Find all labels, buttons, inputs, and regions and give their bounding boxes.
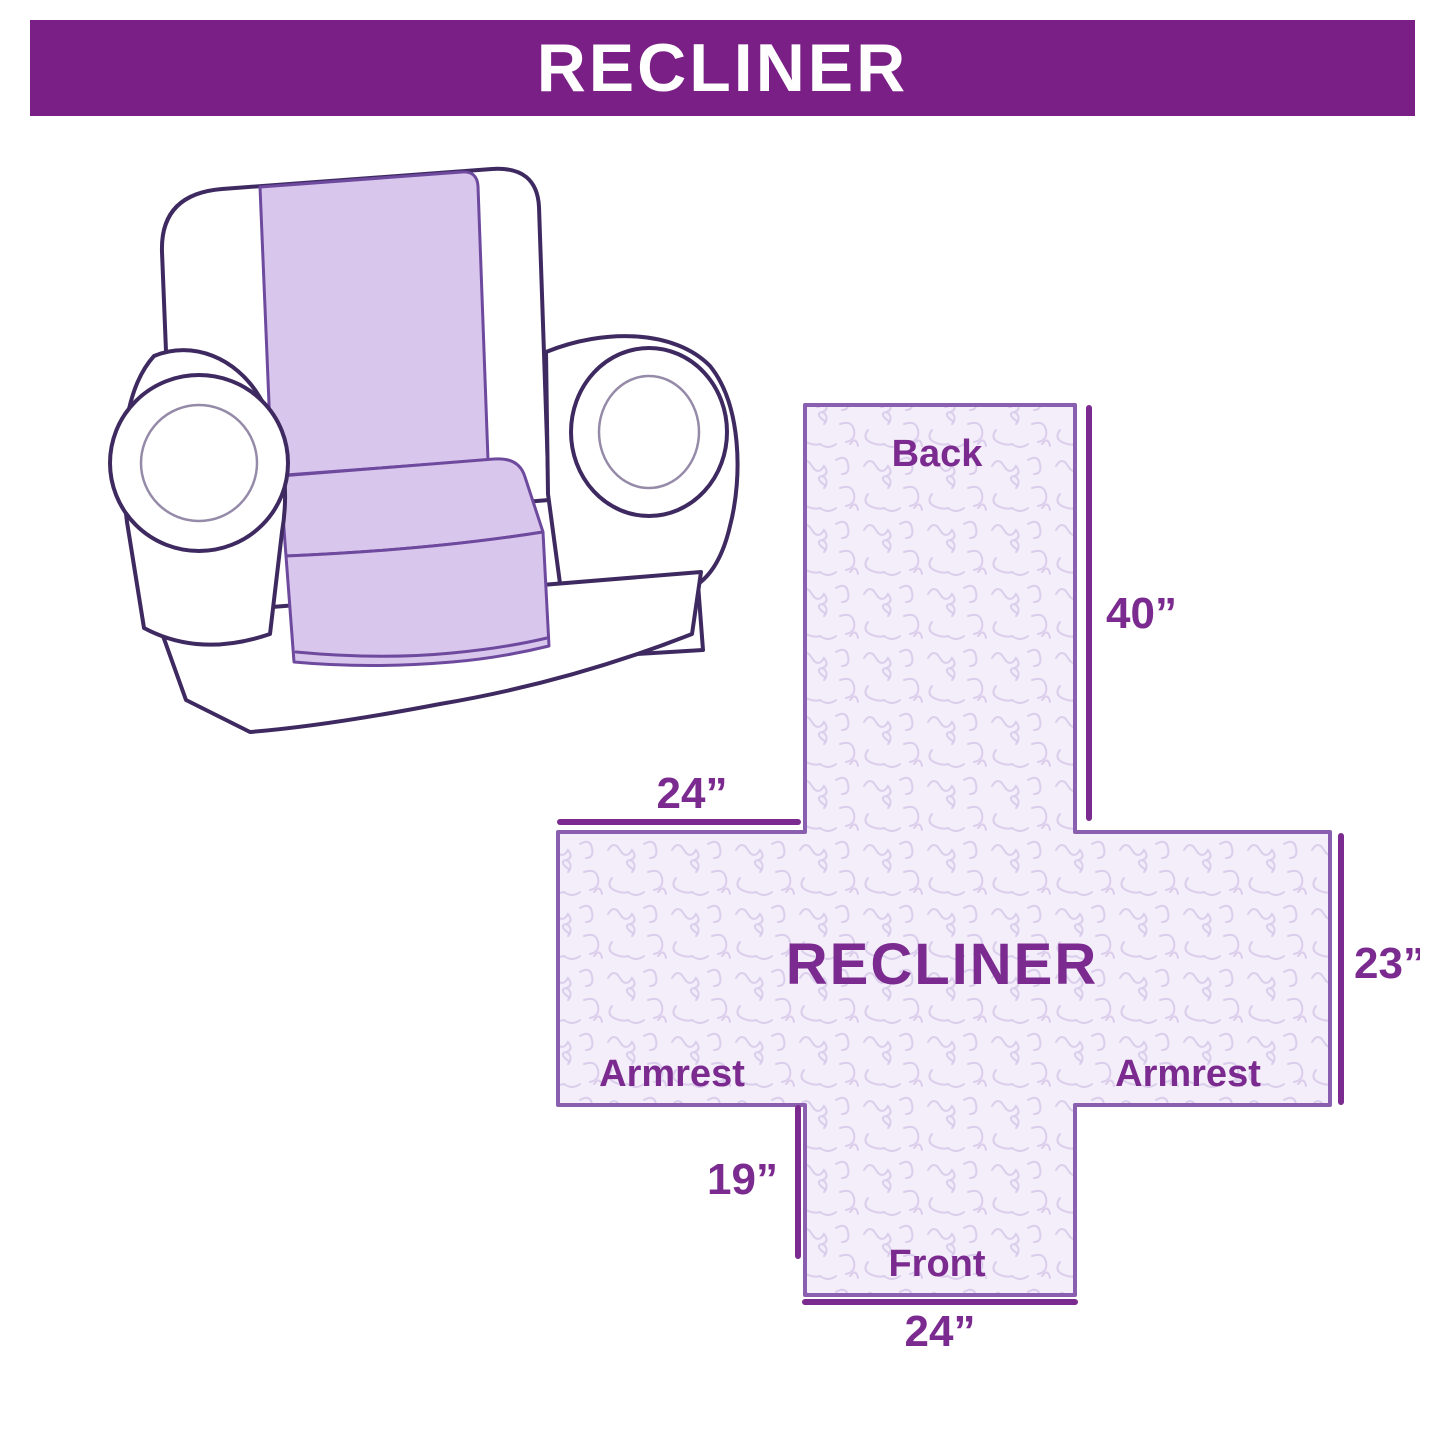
dim-back-length: 40”	[1106, 589, 1177, 638]
page-title: RECLINER	[536, 30, 909, 106]
chair-right-arm-roll-crease	[597, 374, 701, 490]
back-label: Back	[892, 433, 984, 475]
front-label: Front	[888, 1243, 985, 1285]
dim-front-drop: 19”	[707, 1155, 778, 1204]
chair-illustration	[108, 166, 740, 734]
slipcover-hem	[294, 636, 549, 658]
dim-armrest-top-width: 24”	[657, 769, 728, 818]
dim-side-height: 23”	[1354, 939, 1420, 988]
pattern-piece-diagram: Back RECLINER Armrest Armrest Front 40” …	[556, 403, 1420, 1356]
pattern-piece-shape	[556, 403, 1332, 1297]
slipcover-front-drape	[284, 530, 551, 667]
chair-left-arm-roll-crease	[139, 403, 259, 523]
chair-left-arm-roll	[108, 373, 290, 553]
slipcover-back-panel	[258, 170, 490, 478]
chair-right-arm-roll	[569, 346, 729, 518]
armrest-right-label: Armrest	[1115, 1053, 1261, 1095]
dim-front-width: 24”	[905, 1307, 976, 1356]
title-banner: RECLINER	[30, 20, 1415, 116]
armrest-left-label: Armrest	[599, 1053, 745, 1095]
center-label: RECLINER	[786, 932, 1098, 997]
